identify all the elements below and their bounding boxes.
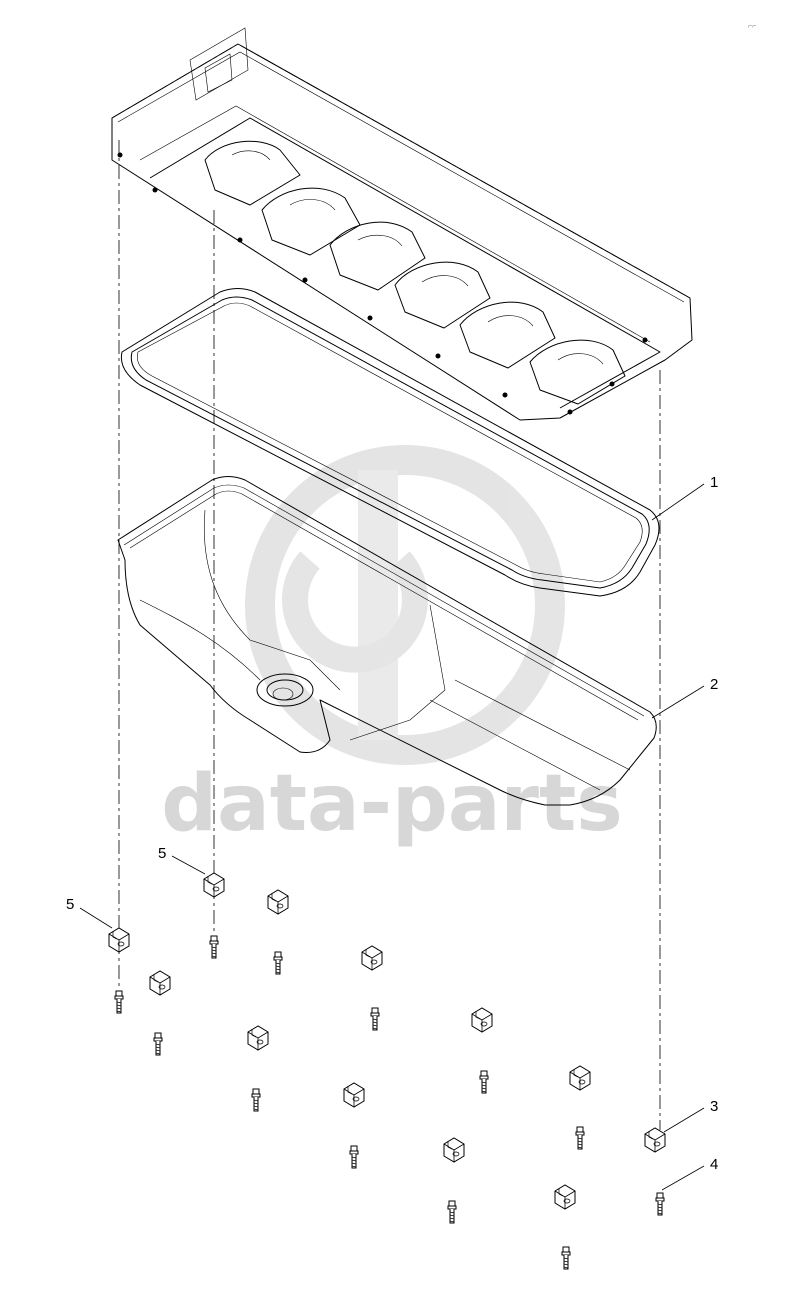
bolts: [114, 935, 665, 1270]
clamp-bracket: [361, 945, 383, 971]
callout-5-lower: 5: [66, 896, 74, 913]
engine-block: [111, 27, 693, 421]
bearing-bays: [204, 140, 626, 405]
bolt: [479, 1070, 489, 1094]
clamp-bracket: [644, 1127, 666, 1153]
bolt: [561, 1246, 571, 1270]
clamp-bracket: [554, 1184, 576, 1210]
bolt: [273, 951, 283, 975]
oil-pan-gasket: [120, 288, 660, 597]
bolt: [370, 1007, 380, 1031]
bolt: [114, 990, 124, 1014]
clamp-bracket: [203, 872, 225, 898]
corner-mark: ⌐⌐: [748, 23, 756, 30]
callout-3: 3: [710, 1098, 718, 1115]
clamp-bracket: [247, 1025, 269, 1051]
block-bolt-holes: [117, 152, 648, 415]
bolt: [349, 1145, 359, 1169]
bolt: [447, 1200, 457, 1224]
clamp-bracket: [443, 1137, 465, 1163]
clamp-bracket: [149, 970, 171, 996]
clamp-bracket: [569, 1065, 591, 1091]
clamp-bracket: [343, 1082, 365, 1108]
bolt: [209, 935, 219, 959]
watermark-text: data-parts: [161, 759, 622, 849]
bolt: [153, 1032, 163, 1056]
bolt: [575, 1126, 585, 1150]
bolt: [655, 1192, 665, 1216]
watermark-logo: [245, 445, 565, 765]
alignment-lines: [118, 140, 661, 1130]
clamp-bracket: [108, 927, 130, 953]
callout-1: 1: [710, 474, 718, 491]
drain-plug: [256, 673, 314, 707]
callout-4: 4: [710, 1156, 718, 1173]
callout-5-upper: 5: [158, 845, 166, 862]
clamp-bracket: [267, 889, 289, 915]
callout-2: 2: [710, 676, 718, 693]
clamp-brackets: [108, 872, 666, 1210]
callouts: 1 2 3 4 5 5: [66, 474, 718, 1191]
clamp-bracket: [471, 1007, 493, 1033]
oil-pan: [117, 476, 657, 806]
bolt: [251, 1088, 261, 1112]
